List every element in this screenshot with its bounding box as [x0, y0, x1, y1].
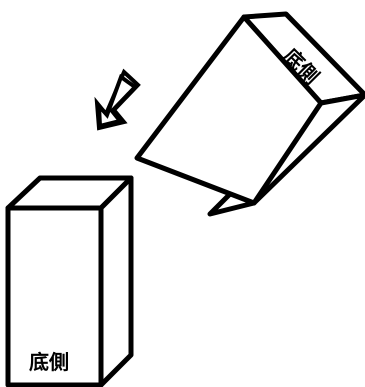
standing-box-label: 底側: [29, 350, 69, 374]
standing-box-side-face: [98, 175, 134, 387]
tilted-box: 底側: [134, 11, 365, 217]
standing-box: 底側: [5, 175, 134, 387]
arrow-shape-outline: [96, 73, 139, 129]
standing-box-front-face: [5, 205, 104, 387]
tilted-box-front-face: [134, 14, 324, 206]
down-left-arrow-icon: [94, 68, 141, 131]
